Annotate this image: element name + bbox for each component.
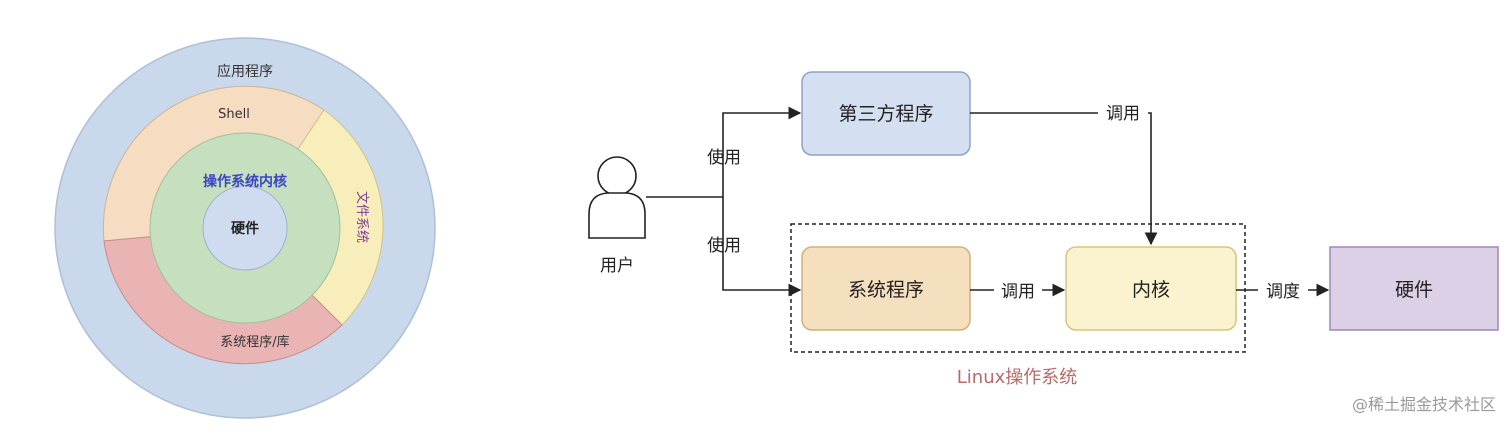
hardware-core-label: 硬件 — [231, 220, 259, 237]
ring-diagram: 应用程序 Shell 操作系统内核 硬件 文件系统 系统程序/库 — [54, 37, 436, 419]
hardware-box-label: 硬件 — [1395, 279, 1433, 301]
user-label: 用户 — [600, 256, 634, 276]
call-top-label-bg — [1098, 101, 1148, 125]
hardware-core — [202, 185, 288, 271]
hardware-box — [1329, 246, 1499, 331]
kernel-box — [1065, 246, 1237, 331]
third-party-label: 第三方程序 — [838, 103, 933, 125]
kernel-label: 操作系统内核 — [203, 173, 287, 190]
watermark: @稀土掘金技术社区 — [1352, 395, 1496, 414]
system-library-label: 系统程序/库 — [220, 334, 289, 350]
call-top-label: 调用 — [1106, 104, 1140, 124]
call-mid-label-bg — [994, 279, 1042, 303]
system-program-box — [801, 246, 971, 331]
use-top-label: 使用 — [707, 147, 741, 168]
call-arrow-third-party-kernel — [970, 112, 1158, 246]
flow-diagram: 用户 使用 使用 第三方程序 调用 系统程序 调用 内核 调度 硬件 Linux — [588, 71, 1499, 388]
applications-label: 应用程序 — [217, 63, 273, 80]
use-arrow-third-party — [722, 106, 802, 197]
schedule-label: 调度 — [1266, 282, 1300, 302]
file-system-label: 文件系统 — [354, 191, 369, 243]
user-icon — [588, 156, 646, 239]
use-arrow-system-program — [722, 197, 802, 297]
os-group-label: Linux操作系统 — [957, 367, 1078, 388]
schedule-label-bg — [1258, 279, 1308, 303]
kernel-box-label: 内核 — [1132, 279, 1170, 301]
system-program-label: 系统程序 — [848, 279, 924, 301]
use-bottom-label: 使用 — [707, 235, 741, 256]
call-mid-label: 调用 — [1001, 282, 1035, 302]
shell-label: Shell — [218, 107, 250, 122]
